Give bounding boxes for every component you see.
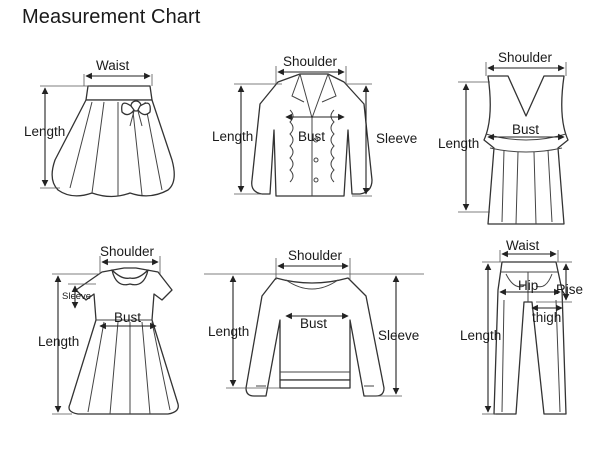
- sweater-sleeve-label: Sleeve: [378, 328, 419, 343]
- vest-diagram: Shoulder Length Bust: [438, 50, 569, 225]
- jacket-diagram: Shoulder Length Bust Sleeve: [212, 54, 417, 197]
- dress-sleeve-label: Sleeve: [62, 291, 91, 302]
- vest-illustration: [483, 75, 569, 225]
- dress-illustration: [68, 267, 179, 415]
- skirt-waist-label: Waist: [96, 58, 129, 73]
- skirt-length-label: Length: [24, 124, 65, 139]
- jacket-length-label: Length: [212, 129, 253, 144]
- pants-rise-label: Rise: [556, 282, 583, 297]
- sweater-length-label: Length: [208, 324, 249, 339]
- pants-length-label: Length: [460, 328, 501, 343]
- pants-illustration: [493, 261, 567, 415]
- dress-bust-label: Bust: [114, 310, 141, 325]
- pants-hip-label: Hip: [518, 278, 538, 293]
- pants-thigh-label: thigh: [532, 310, 561, 325]
- jacket-illustration: [251, 73, 373, 197]
- vest-shoulder-label: Shoulder: [498, 50, 553, 65]
- vest-length-label: Length: [438, 136, 479, 151]
- dress-length-label: Length: [38, 334, 79, 349]
- pants-diagram: Waist Hip Rise thigh Length: [460, 238, 583, 415]
- sweater-shoulder-label: Shoulder: [288, 248, 343, 263]
- pants-waist-label: Waist: [506, 238, 539, 253]
- dress-diagram: Shoulder Sleeve Length Bust: [38, 244, 179, 415]
- skirt-diagram: Waist Length: [24, 58, 175, 198]
- jacket-sleeve-label: Sleeve: [376, 131, 417, 146]
- sweater-bust-label: Bust: [300, 316, 327, 331]
- jacket-bust-label: Bust: [298, 129, 325, 144]
- sweater-illustration: [245, 277, 385, 397]
- page-title: Measurement Chart: [22, 6, 201, 28]
- sweater-diagram: Shoulder Length Bust Sleeve: [204, 248, 424, 397]
- dress-shoulder-label: Shoulder: [100, 244, 155, 259]
- vest-bust-label: Bust: [512, 122, 539, 137]
- jacket-shoulder-label: Shoulder: [283, 54, 338, 69]
- skirt-illustration: [51, 85, 175, 198]
